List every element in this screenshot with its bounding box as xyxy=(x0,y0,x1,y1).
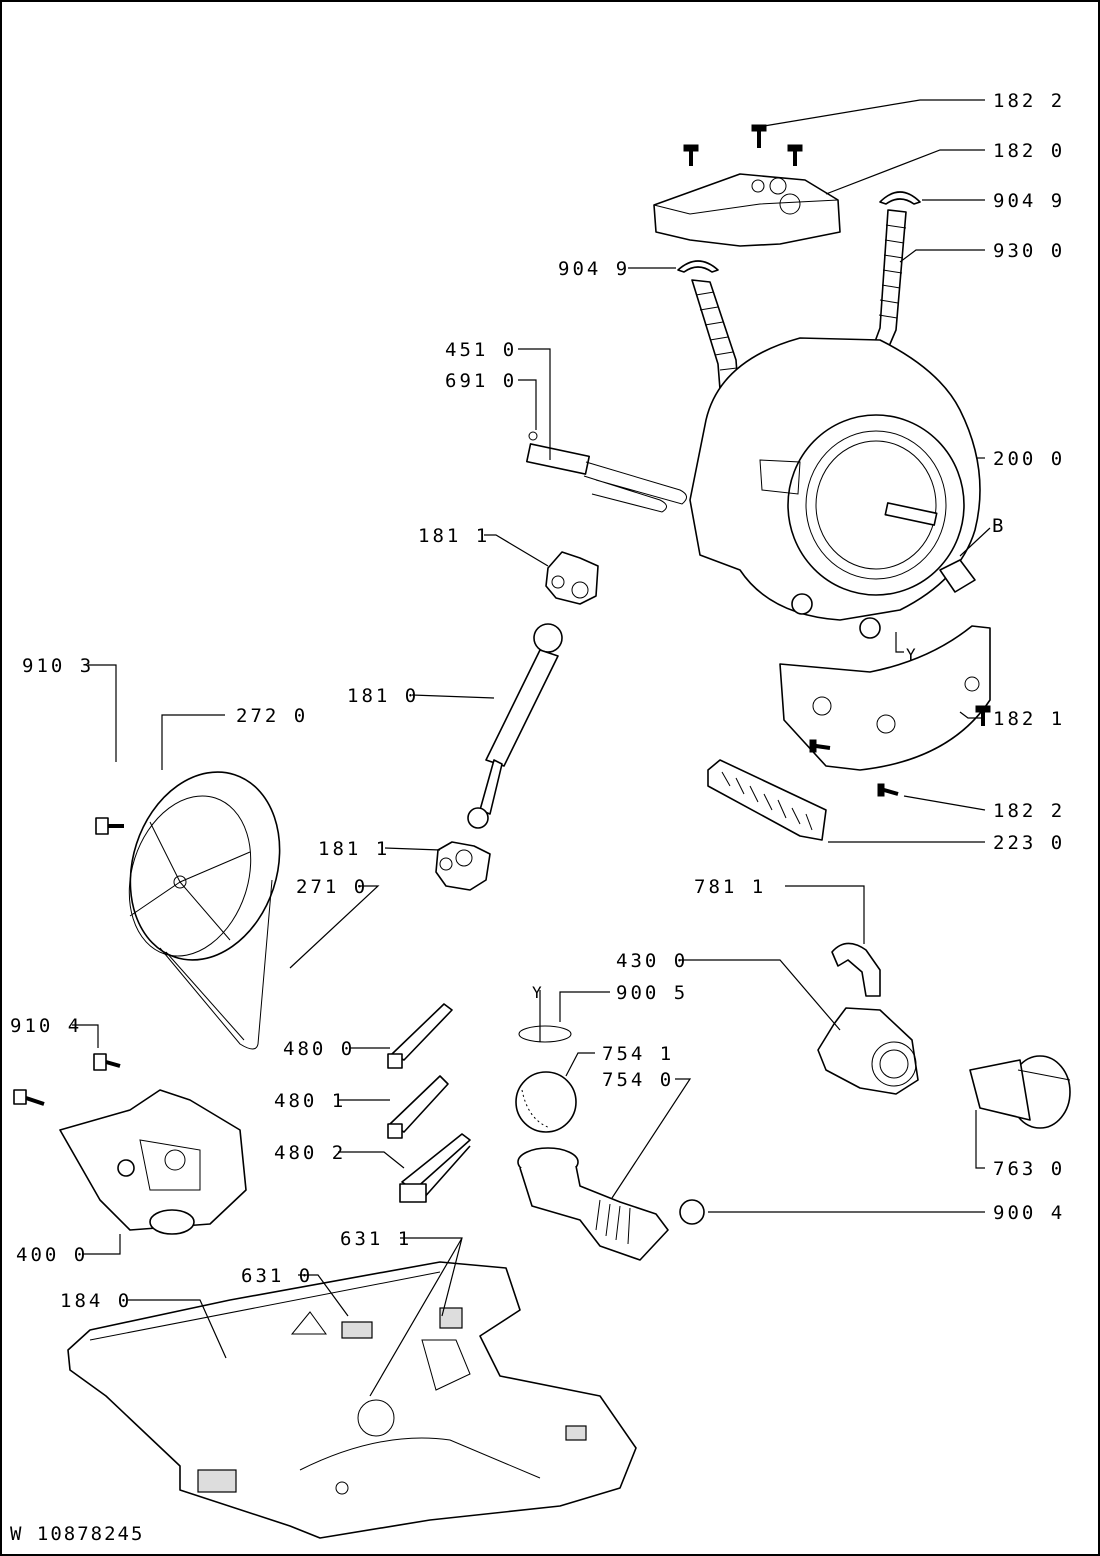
callout-1821: 182 1 xyxy=(993,708,1065,730)
cable-tie-part-4801 xyxy=(387,1075,449,1139)
callout-4802: 480 2 xyxy=(274,1142,346,1164)
heater-element-part xyxy=(525,431,687,513)
callout-9004: 900 4 xyxy=(993,1202,1065,1224)
callout-y-tub: Y xyxy=(906,645,919,664)
callout-6910: 691 0 xyxy=(445,370,517,392)
screw-part-1822-top xyxy=(683,124,803,166)
callout-9049-left: 904 9 xyxy=(558,258,630,280)
callout-1822-top: 182 2 xyxy=(993,90,1065,112)
callout-y-ring: Y xyxy=(532,983,545,1002)
bolt-part-9104 xyxy=(13,1053,121,1106)
callout-b: B xyxy=(992,515,1006,537)
hose-clamp-part-9049 xyxy=(677,191,921,273)
callout-1822-bottom: 182 2 xyxy=(993,800,1065,822)
shock-absorber-part xyxy=(467,623,563,829)
callout-7630: 763 0 xyxy=(993,1158,1065,1180)
bolt-part-9103 xyxy=(95,817,124,835)
callout-1811-top: 181 1 xyxy=(418,525,490,547)
sump-hose-part xyxy=(517,1147,669,1261)
tub-part xyxy=(689,337,981,639)
callout-9104: 910 4 xyxy=(10,1015,82,1037)
drum-pulley-part xyxy=(128,771,281,961)
base-frame-part xyxy=(67,1261,637,1539)
ball-valve-part xyxy=(515,1071,577,1133)
callout-9300: 930 0 xyxy=(993,240,1065,262)
callout-2720: 272 0 xyxy=(236,705,308,727)
callout-2230: 223 0 xyxy=(993,832,1065,854)
drawing-number: W 10878245 xyxy=(10,1523,144,1545)
callout-7540: 754 0 xyxy=(602,1069,674,1091)
hose-clamp-part-9004 xyxy=(679,1199,705,1225)
callout-4510: 451 0 xyxy=(445,339,517,361)
callout-9103: 910 3 xyxy=(22,655,94,677)
callout-4801: 480 1 xyxy=(274,1090,346,1112)
callout-4800: 480 0 xyxy=(283,1038,355,1060)
pump-filter-part xyxy=(969,1055,1071,1129)
callout-4000: 400 0 xyxy=(16,1244,88,1266)
leader-lines xyxy=(72,99,991,1397)
ring-part-9005 xyxy=(518,1025,572,1043)
callout-1811-bottom: 181 1 xyxy=(318,838,390,860)
screw-part-1822-bottom xyxy=(809,705,991,797)
drive-belt-part xyxy=(159,879,273,1050)
callout-7811: 781 1 xyxy=(694,876,766,898)
cable-tie-part-4800 xyxy=(387,1003,453,1069)
motor-part xyxy=(59,1089,247,1235)
callout-1820: 182 0 xyxy=(993,140,1065,162)
callout-9005: 900 5 xyxy=(616,982,688,1004)
callout-2000: 200 0 xyxy=(993,448,1065,470)
cable-tie-part-4802 xyxy=(399,1133,471,1203)
counterweight-top-part xyxy=(653,173,841,247)
callout-6310: 631 0 xyxy=(241,1265,313,1287)
counterweight-bottom-part xyxy=(779,625,991,771)
callout-7541: 754 1 xyxy=(602,1043,674,1065)
callout-6311: 631 1 xyxy=(340,1228,412,1250)
callout-4300: 430 0 xyxy=(616,950,688,972)
callout-9049-right: 904 9 xyxy=(993,190,1065,212)
drain-pump-part xyxy=(817,942,919,1095)
sealing-strip-part xyxy=(707,759,827,841)
shock-mount-top-part xyxy=(545,551,599,605)
shock-mount-bottom-part xyxy=(435,841,491,891)
callout-2710: 271 0 xyxy=(296,876,368,898)
callout-1810: 181 0 xyxy=(347,685,419,707)
callout-1840: 184 0 xyxy=(60,1290,132,1312)
